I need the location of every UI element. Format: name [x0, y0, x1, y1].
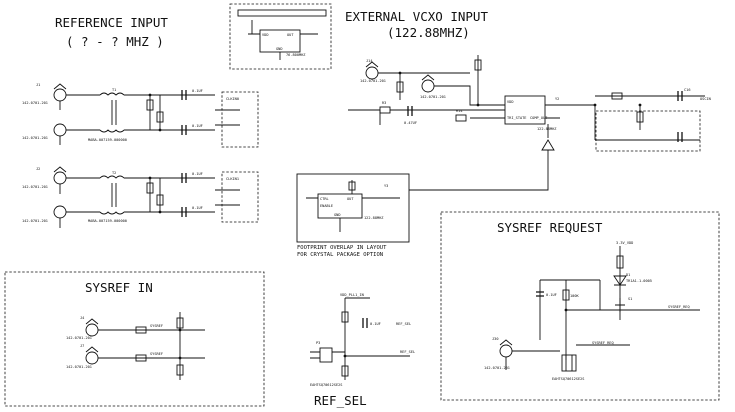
- reference-input-subtitle: ( ? - ? MHZ ): [66, 34, 164, 49]
- svg-text:J7: J7: [80, 344, 84, 348]
- connector-j-top-b: [53, 123, 67, 137]
- svg-text:0.1UF: 0.1UF: [546, 293, 557, 297]
- svg-text:0.1UF: 0.1UF: [192, 89, 203, 93]
- svg-text:SYSREF_REQ: SYSREF_REQ: [668, 305, 690, 309]
- svg-text:VDD: VDD: [262, 33, 269, 37]
- svg-text:VDD_PLL1_IN: VDD_PLL1_IN: [340, 293, 364, 297]
- svg-text:SYSREF: SYSREF: [150, 352, 163, 356]
- svg-text:OSCIN: OSCIN: [700, 97, 711, 101]
- svg-text:142-0701-201: 142-0701-201: [22, 136, 48, 140]
- reference-input-title: REFERENCE INPUT: [55, 15, 168, 30]
- connector-j-top-a: [53, 88, 67, 102]
- svg-text:J4: J4: [80, 316, 84, 320]
- svg-text:J2: J2: [36, 167, 40, 171]
- svg-text:S1: S1: [628, 297, 632, 301]
- svg-text:OUT: OUT: [287, 33, 294, 37]
- svg-text:142-0701-201: 142-0701-201: [22, 219, 48, 223]
- svg-text:R14: R14: [456, 109, 463, 113]
- svg-text:R3: R3: [382, 101, 386, 105]
- svg-text:0.47UF: 0.47UF: [404, 121, 417, 125]
- svg-text:0.1UF: 0.1UF: [192, 124, 203, 128]
- reference-input-lower: J2 142-0701-201 142-0701-201 T2 MABA-007…: [22, 166, 259, 228]
- svg-text:142-0701-201: 142-0701-201: [420, 95, 446, 99]
- svg-text:CLKIN0: CLKIN0: [226, 97, 239, 101]
- svg-text:TRI_STATE: TRI_STATE: [507, 116, 526, 120]
- footprint-note-line2: FOR CRYSTAL PACKAGE OPTION: [297, 252, 383, 258]
- svg-text:MABA-007159-000000: MABA-007159-000000: [88, 219, 127, 223]
- sysref-request-box: [440, 211, 720, 401]
- svg-text:T1: T1: [112, 88, 116, 92]
- svg-text:J30: J30: [492, 337, 499, 341]
- ref-sel-header: [319, 347, 333, 363]
- svg-text:P3: P3: [316, 341, 320, 345]
- y3-crystal: CTRL ENABLE OUT GND Y3 122.88MHZ: [306, 180, 400, 232]
- external-vcxo-subtitle: (122.88MHZ): [387, 25, 470, 40]
- svg-text:J14: J14: [366, 59, 373, 63]
- external-vcxo-title: EXTERNAL VCXO INPUT: [345, 9, 488, 24]
- svg-text:Y2: Y2: [555, 97, 559, 101]
- ref-sel-circuit: VDD_PLL1_IN 0.1UF REF_SEL P3 EAHTSQ70612…: [310, 293, 415, 387]
- vcxo-freq-label: 122.88MHZ: [537, 127, 557, 131]
- y3-freq-label: 122.88MHZ: [364, 216, 384, 220]
- vcxo-ic: [504, 95, 546, 125]
- svg-text:142-0701-201: 142-0701-201: [360, 79, 386, 83]
- svg-text:0.1UF: 0.1UF: [192, 172, 203, 176]
- svg-text:EAHTSQ70612SE2S: EAHTSQ70612SE2S: [310, 383, 342, 387]
- external-vcxo-circuit: J14 142-0701-201 142-0701-201 R3 0.47UF …: [348, 55, 711, 191]
- svg-text:142-0701-201: 142-0701-201: [22, 101, 48, 105]
- sysref-in-circuit: J4 J7 142-0701-201 142-0701-201 SYSREF S…: [66, 312, 205, 380]
- svg-text:3.3V_VDD: 3.3V_VDD: [616, 241, 633, 245]
- sysref-in-box: [4, 271, 265, 407]
- svg-text:REF_SEL: REF_SEL: [396, 322, 411, 326]
- svg-text:C16: C16: [684, 88, 691, 92]
- svg-text:142-0701-201: 142-0701-201: [66, 336, 92, 340]
- svg-text:GND: GND: [334, 213, 341, 217]
- svg-text:D1: D1: [626, 273, 630, 277]
- footprint-note-line1: FOOTPRINT OVERLAP IN LAYOUT: [297, 245, 387, 251]
- svg-text:GND: GND: [276, 47, 283, 51]
- sysref-request-circuit: 3.3V_VDD TR1A1-1-0005 D1 100K 0.1UF SYSR…: [484, 241, 700, 381]
- sysref-request-title: SYSREF REQUEST: [497, 220, 603, 235]
- y3-footprint-box: [296, 173, 410, 243]
- svg-text:TR1A1-1-0005: TR1A1-1-0005: [626, 279, 652, 283]
- svg-text:EAHTSQ70612SE2S: EAHTSQ70612SE2S: [552, 377, 584, 381]
- svg-text:142-0701-201: 142-0701-201: [484, 366, 510, 370]
- output-option-box: [595, 110, 701, 152]
- svg-text:SYSREF: SYSREF: [150, 324, 163, 328]
- svg-text:100K: 100K: [570, 294, 579, 298]
- svg-text:J1: J1: [36, 83, 40, 87]
- svg-text:T2: T2: [112, 171, 116, 175]
- svg-text:Y3: Y3: [384, 184, 388, 188]
- svg-text:VDD: VDD: [507, 100, 514, 104]
- svg-text:0.1UF: 0.1UF: [370, 322, 381, 326]
- svg-text:CTRL: CTRL: [320, 197, 329, 201]
- clkin0-port-box: [221, 91, 259, 148]
- svg-text:0.1UF: 0.1UF: [192, 206, 203, 210]
- clkin1-port-box: [221, 171, 259, 223]
- svg-text:142-0701-201: 142-0701-201: [66, 365, 92, 369]
- svg-text:CLKIN1: CLKIN1: [226, 177, 239, 181]
- ref-sel-title: REF_SEL: [314, 393, 367, 408]
- svg-text:142-0701-201: 142-0701-201: [22, 185, 48, 189]
- svg-text:SYSREF_REQ: SYSREF_REQ: [592, 341, 614, 345]
- svg-text:COMP_OUT: COMP_OUT: [530, 116, 548, 120]
- svg-text:OUT: OUT: [347, 197, 354, 201]
- sysref-request-jumper: [561, 354, 577, 372]
- reference-input-upper: J1 142-0701-201 142-0701-201 T1 MABA-007…: [22, 83, 259, 148]
- svg-text:MABA-007159-000000: MABA-007159-000000: [88, 138, 127, 142]
- sysref-in-title: SYSREF IN: [85, 280, 153, 295]
- svg-text:REF_SEL: REF_SEL: [400, 350, 415, 354]
- svg-text:ENABLE: ENABLE: [320, 204, 333, 208]
- top-crystal-box: [229, 3, 332, 70]
- top-freq-label: 76.800MHZ: [286, 53, 306, 57]
- junction-dots: [148, 71, 642, 360]
